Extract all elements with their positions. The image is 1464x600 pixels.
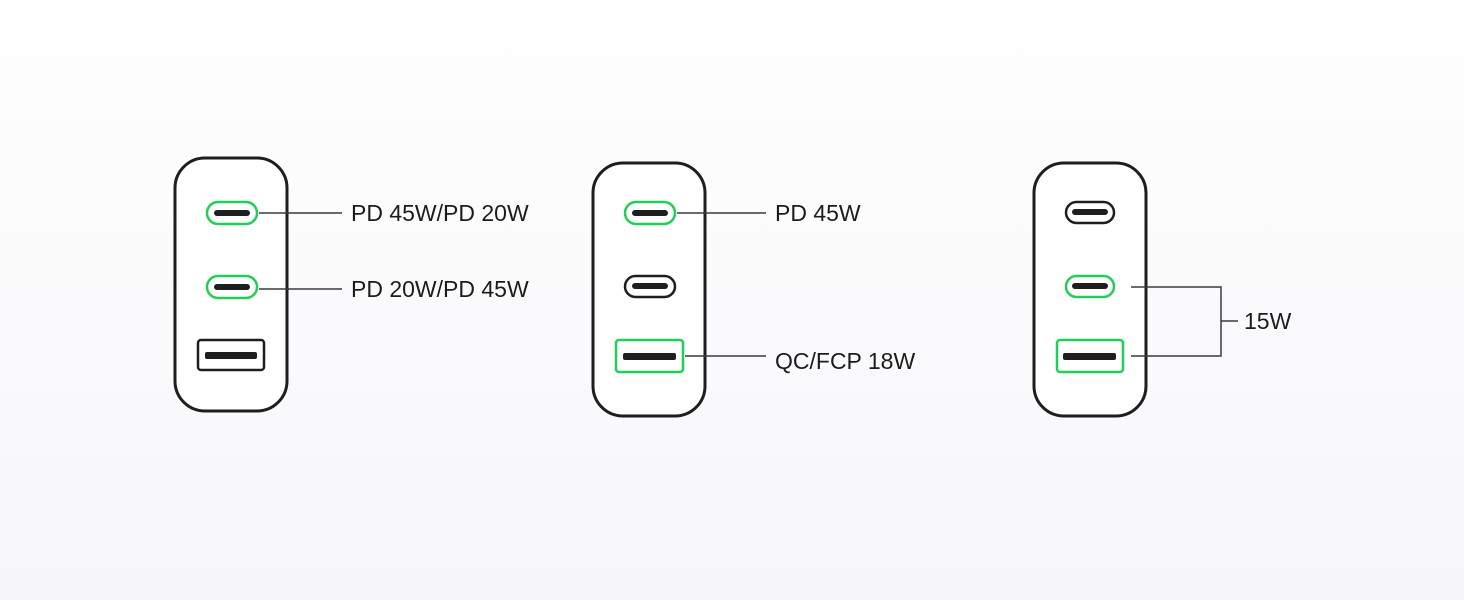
charger-2-usb-c-port-2-outline [623,274,677,299]
charger-2-usb-c-port-1-slot [632,210,668,216]
charger-1-usb-a-port-slot [205,352,257,359]
charger-3-bracket-line [1131,286,1238,357]
charger-3-usb-c-port-2 [1064,274,1116,299]
charger-2-usb-a-port-slot [623,353,676,360]
charger-3-label-shared: 15W [1244,308,1292,334]
charger-3: 15W [1032,161,1292,418]
charger-3-usb-c-port-1-slot [1072,209,1108,215]
charger-2-usb-c-port-1-highlight [623,200,677,226]
charger-3-usb-c-port-2-highlight [1064,274,1116,299]
charger-2-usb-a-port-highlight [614,338,685,374]
charger-3-usb-a-port [1055,338,1125,374]
charger-1-usb-c-port-1-slot [214,210,250,216]
charger-1-usb-a-port-outline [196,338,266,372]
charger-3-usb-a-port-slot [1063,353,1116,360]
charger-1-label-port-1: PD 45W/PD 20W [351,200,529,226]
charger-1-usb-c-port-1 [205,200,259,226]
charger-1-usb-c-port-2-highlight [205,274,259,300]
charger-3-usb-c-port-1 [1064,200,1116,225]
charger-3-usb-c-port-2-slot [1072,283,1108,289]
charger-2-usb-c-port-2 [623,274,677,299]
charger-2-label-port-3: QC/FCP 18W [775,348,915,374]
charger-2-label-port-1: PD 45W [775,200,861,226]
charger-2: PD 45W QC/FCP 18W [591,161,915,418]
charger-1: PD 45W/PD 20W PD 20W/PD 45W [173,156,529,413]
charger-2-usb-a-port [614,338,685,374]
charger-2-usb-c-port-2-slot [632,283,668,289]
charger-3-body [1032,161,1148,418]
charger-1-label-port-2: PD 20W/PD 45W [351,276,529,302]
charger-2-usb-c-port-1 [623,200,677,226]
charger-3-usb-c-port-1-outline [1064,200,1116,225]
charger-1-usb-c-port-2 [205,274,259,300]
charger-2-body [591,161,707,418]
charger-1-usb-c-port-1-highlight [205,200,259,226]
charger-3-usb-a-port-highlight [1055,338,1125,374]
charger-1-usb-c-port-2-slot [214,284,250,290]
charger-1-usb-a-port [196,338,266,372]
